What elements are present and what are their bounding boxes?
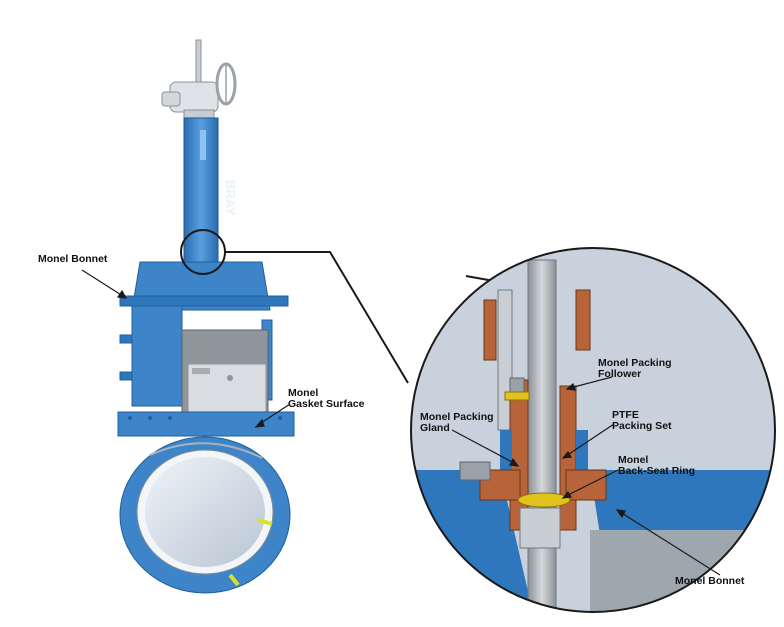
bonnet xyxy=(119,261,289,407)
label-monel-bonnet-left: Monel Bonnet xyxy=(38,254,107,265)
label-text: Monel xyxy=(288,387,319,399)
label-text: Monel Bonnet xyxy=(675,575,745,587)
label-gasket-surface: Monel Gasket Surface xyxy=(288,388,364,410)
label-text: Monel Packing xyxy=(598,357,672,369)
stem-housing: BRAY xyxy=(183,117,238,269)
brand-text: BRAY xyxy=(223,180,238,216)
label-text: Packing Set xyxy=(612,420,672,432)
label-back-seat-ring: Monel Back-Seat Ring xyxy=(618,455,695,477)
label-text: Monel Packing xyxy=(420,411,494,423)
label-packing-gland: Monel Packing Gland xyxy=(420,412,494,434)
label-text: Monel Bonnet xyxy=(38,253,108,265)
label-text: PTFE xyxy=(612,409,639,421)
label-text: Back-Seat Ring xyxy=(618,465,696,477)
callout-connector xyxy=(225,251,409,384)
label-text: Follower xyxy=(598,368,642,380)
gate-window xyxy=(181,329,269,423)
detail-view xyxy=(410,247,776,613)
label-text: Gasket Surface xyxy=(288,398,365,410)
label-text: Monel xyxy=(618,454,649,466)
leader-lines xyxy=(81,269,721,576)
label-text: Gland xyxy=(420,422,450,434)
label-packing-follower: Monel Packing Follower xyxy=(598,358,672,380)
valve-body xyxy=(117,411,295,594)
label-monel-bonnet-right: Monel Bonnet xyxy=(675,576,744,587)
label-ptfe-packing: PTFE Packing Set xyxy=(612,410,672,432)
actuator xyxy=(161,39,237,121)
